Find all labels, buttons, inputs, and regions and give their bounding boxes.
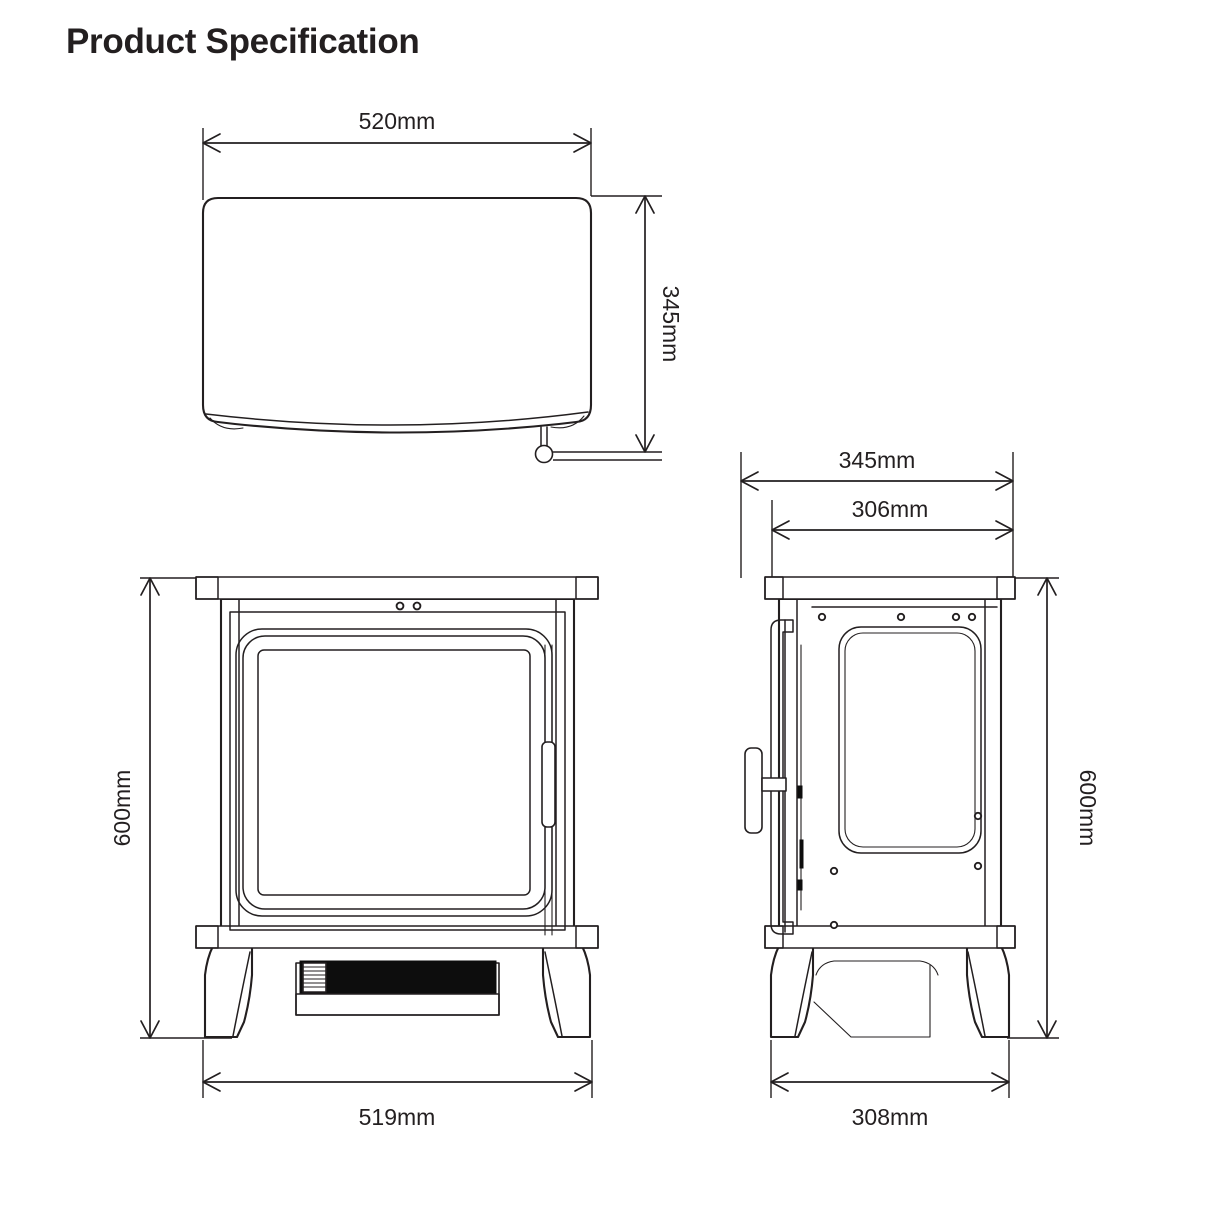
side-view-screw-dot-5 (973, 811, 983, 821)
front-view-glass-pane (257, 649, 531, 896)
top-width-label: 520mm (359, 108, 436, 134)
side-view-screw-dot-8 (829, 920, 839, 930)
front-view-top-plate-end-right (575, 576, 599, 600)
front-base-label: 519mm (359, 1104, 436, 1130)
side-view-screw-dot-7 (829, 866, 839, 876)
front-base-arrow-right (574, 1072, 593, 1092)
front-view-handle-grip (541, 741, 556, 828)
side-view-handle-grip (744, 747, 763, 834)
side-view-top-plate (764, 576, 1016, 600)
side-base-arrow-right (991, 1072, 1010, 1092)
top-view-front-edge-inner (205, 411, 589, 426)
side-view-screw-dot-2 (896, 612, 906, 622)
top-depth-arrow-top (635, 195, 655, 214)
top-depth-label: 345mm (658, 286, 684, 363)
side-body-arrow-left (771, 520, 790, 540)
side-view-top-plate-end-rear (996, 576, 1016, 600)
front-view-ashpan-lip (295, 993, 500, 1016)
front-base-arrow-left (202, 1072, 221, 1092)
top-view: 520mm 345mm (201, 108, 684, 464)
side-view-leg-left-inner (794, 951, 813, 1037)
side-view-base-plinth (764, 925, 1016, 949)
side-view-panel-detail-inner (844, 632, 976, 848)
side-view-screw-dot-4 (967, 612, 977, 622)
top-depth-arrow-bottom (635, 434, 655, 453)
side-view-screw-dot-3 (951, 612, 961, 622)
front-view-leg-left-inner (232, 951, 251, 1037)
side-height-arrow-bottom (1037, 1020, 1057, 1039)
side-view-top-plate-end-front (764, 576, 784, 600)
side-view-leg-right-inner (967, 951, 986, 1037)
side-base-arrow-left (770, 1072, 789, 1092)
side-view-base-plinth-end-rear (996, 925, 1016, 949)
front-view-leg-right (541, 944, 592, 1039)
front-view-vent-grille (299, 960, 497, 995)
side-view-latch-mark-3 (799, 839, 804, 869)
side-view-leg-right (965, 944, 1011, 1039)
top-view-handle-knob (534, 444, 554, 464)
front-height-label: 600mm (109, 770, 135, 847)
front-height-arrow-top (140, 577, 160, 596)
top-width-arrow-left (202, 133, 221, 153)
side-view-leg-left (769, 944, 815, 1039)
side-height-arrow-top (1037, 577, 1057, 596)
front-view-leg-left (203, 944, 254, 1039)
side-view-body (777, 597, 1003, 946)
side-overall-arrow-right (995, 471, 1014, 491)
side-view-underside-detail (813, 964, 931, 1038)
page-title: Product Specification (66, 22, 420, 61)
top-view-body-outline (201, 196, 593, 434)
top-width-arrow-right (573, 133, 592, 153)
side-view-screw-dot-6 (973, 861, 983, 871)
front-view-vent-louvre-panel (302, 962, 327, 993)
side-height-label: 600mm (1075, 770, 1101, 847)
front-height-arrow-bottom (140, 1020, 160, 1039)
front-view-top-plate-end-left (195, 576, 219, 600)
side-view-underside-arch (815, 960, 939, 976)
front-view: 600mm 519mm (109, 576, 599, 1130)
front-view-screw-dot-left (395, 601, 405, 611)
front-view-door-panel (229, 611, 566, 931)
side-view-panel-detail-outer (838, 626, 982, 854)
side-view-handle-stem (761, 777, 787, 792)
side-view-screw-dot-1 (817, 612, 827, 622)
side-view-latch-mark-1 (797, 785, 803, 799)
front-view-base-plinth-end-left (195, 925, 219, 949)
side-view-base-plinth-end-front (764, 925, 784, 949)
side-overall-label: 345mm (839, 447, 916, 473)
side-overall-arrow-left (740, 471, 759, 491)
top-view-corner-tab-right (550, 415, 585, 429)
side-base-label: 308mm (852, 1104, 929, 1130)
side-body-label: 306mm (852, 496, 929, 522)
side-body-arrow-right (995, 520, 1014, 540)
front-view-top-plate (195, 576, 599, 600)
side-view-door-frame-profile (770, 619, 794, 935)
top-view-corner-tab-left (209, 417, 244, 430)
side-view: 345mm 306mm 600mm 308mm (740, 447, 1101, 1130)
front-view-vent-louvre-lines (302, 966, 327, 988)
front-view-body (219, 597, 576, 946)
front-view-leg-right-inner (544, 951, 563, 1037)
side-view-latch-mark-2 (797, 879, 803, 891)
front-view-base-plinth-end-right (575, 925, 599, 949)
front-view-screw-dot-right (412, 601, 422, 611)
